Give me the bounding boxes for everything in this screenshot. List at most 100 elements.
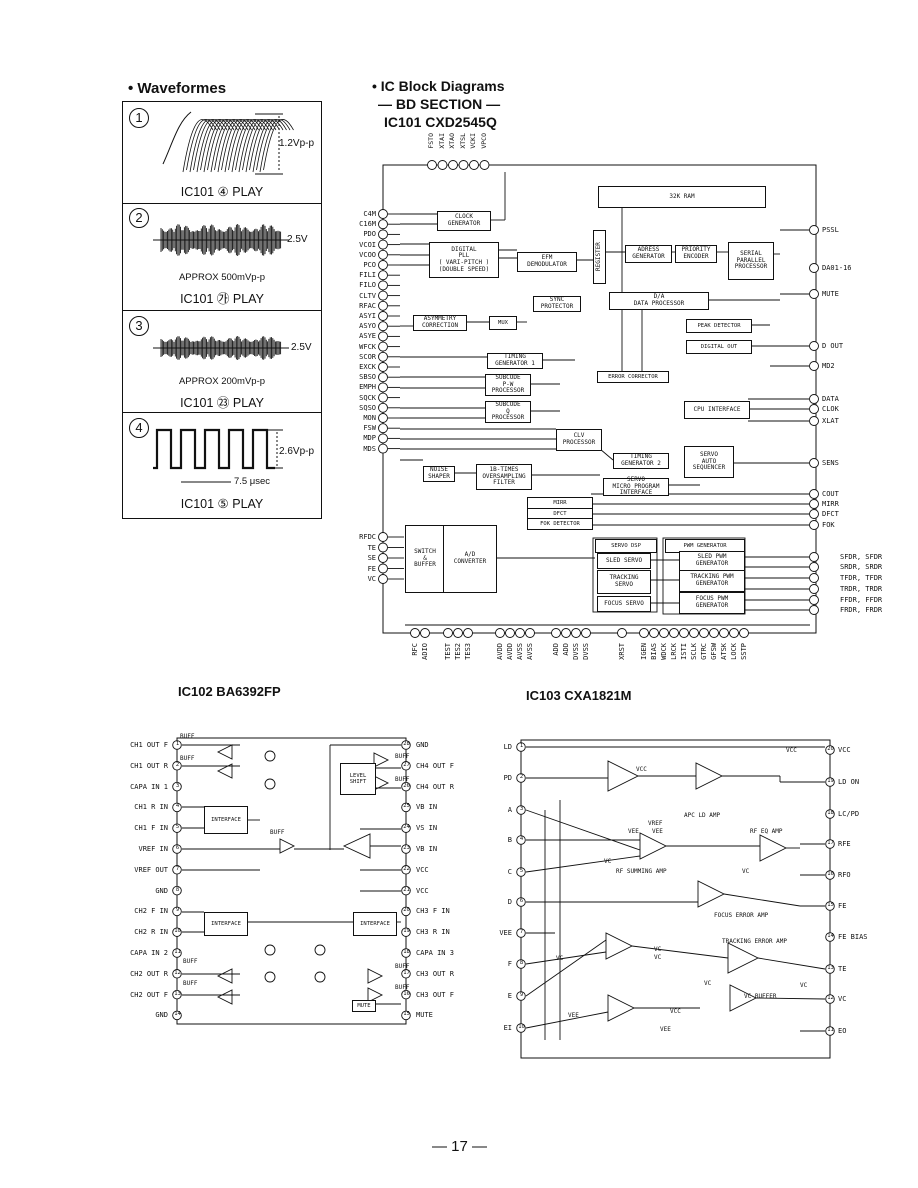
ic101-block: DIGITAL OUT (686, 340, 752, 354)
ic103-label: APC LD AMP (684, 812, 721, 819)
ic101-block: ASYMMETRY CORRECTION (413, 315, 467, 331)
ic103-label: VC (704, 980, 712, 987)
ic101-block: EFM DEMODULATOR (517, 252, 577, 272)
ic101-left-pin: MDP (363, 434, 376, 443)
ic103-left-pin-number: 9 (519, 992, 524, 998)
ic101-left-pin: SCOR (359, 352, 376, 361)
ic102-right-pin-number: 24 (403, 824, 410, 831)
ic102-left-pin-number: 1 (175, 741, 180, 747)
ic101-right-pin: DA01-16 (822, 264, 852, 272)
waveform-trace (153, 224, 289, 256)
ic101-block: NOISE SHAPER (423, 466, 455, 482)
ic103-right-pin: VCC (838, 746, 851, 754)
ic101-block: TIMING GENERATOR 1 (487, 353, 543, 369)
ic103-right-pin-number: 13 (827, 965, 834, 971)
ic103-right-pin-number: 12 (827, 995, 834, 1001)
ic103-left-pin: F (507, 960, 512, 968)
ic103-left-pin: EI (503, 1024, 512, 1032)
ic101-left-pin: MDS (363, 444, 376, 453)
waveform-caption: IC101 ㉓ PLAY (180, 396, 264, 410)
ic101-block: A/D CONVERTER (443, 525, 497, 593)
ic101-left-pin: ASYO (359, 322, 376, 331)
ic101-left-pin: VCOO (359, 250, 376, 259)
ic101-left-pin: FILO (359, 281, 376, 290)
ic101-left-pin: SQSO (359, 403, 376, 412)
ic102-left-pin: VREF IN (138, 845, 168, 853)
ic103-left-pin: E (507, 992, 512, 1000)
ic101-block: TRACKING SERVO (597, 570, 651, 594)
ic102-left-pin-number: 12 (174, 969, 181, 976)
ic102-block: INTERFACE (204, 912, 248, 936)
ic101-block: SERVO AUTO SEQUENCER (684, 446, 734, 478)
ic102-right-pin-number: 19 (403, 928, 410, 935)
ic102-left-pin: CH1 F IN (134, 824, 168, 833)
ic101-block: CLV PROCESSOR (556, 429, 602, 451)
ic103-left-pin: VEE (499, 929, 512, 937)
ic102-right-pin-number: 17 (403, 969, 410, 976)
ic102-left-pin-number: 14 (174, 1011, 181, 1018)
ic103-right-pin-number: 15 (827, 902, 834, 908)
ic103-label: VC BUFFER (744, 993, 777, 1000)
ic102-left-pin-number: 4 (175, 803, 180, 810)
waveform-amplitude: 2.5V (291, 342, 312, 353)
ic101-left-pin-adc: FE (367, 564, 376, 573)
ic103-left-pin: A (507, 806, 512, 814)
ic103-left-pin: LD (503, 743, 512, 751)
ic101-block: CLOCK GENERATOR (437, 211, 491, 231)
ic102-right-pin: CH3 OUT R (416, 969, 454, 978)
ic102-left-pin: CH2 OUT R (130, 969, 168, 978)
ic101-right-pin: TFDR, TFDR (840, 574, 883, 582)
ic102-left-pin: CAPA IN 2 (130, 949, 168, 957)
ic103-label: VC (800, 982, 808, 989)
ic103-right-pin: FE (838, 902, 847, 910)
ic102-right-pin-number: 26 (403, 782, 410, 789)
ic102-left-pin-number: 2 (175, 761, 180, 768)
ic101-left-pin-adc: TE (367, 543, 376, 552)
ic102-right-pin-number: 23 (403, 845, 410, 851)
ic101-block: SERVO DSP (595, 539, 657, 553)
ic101-block: 1B-TIMES OVERSAMPLING FILTER (476, 464, 532, 490)
ic101-left-pin: WFCK (359, 342, 376, 351)
ic103-label: VC (742, 868, 750, 875)
ic101-right-pin: SENS (822, 459, 839, 467)
ic103-left-pin-number: 5 (519, 868, 524, 874)
ic101-right-pin: MD2 (822, 362, 835, 370)
ic103-label: VEE (652, 828, 663, 835)
ic102-right-pin: VB IN (416, 803, 438, 812)
ic103-right-pin: VC (838, 995, 847, 1003)
ic103-left-pin-number: 8 (519, 960, 524, 966)
ic103-right-pin: LC/PD (838, 810, 860, 818)
ic101-block: SYNC PROTECTOR (533, 296, 581, 312)
ic102-left-pin: GND (155, 1011, 168, 1020)
waveform-trace (153, 336, 289, 360)
ic101-block: TRACKING PWM GENERATOR (679, 570, 745, 592)
ic102-right-pin: CH3 F IN (416, 907, 450, 916)
ic103-left-pin-number: 6 (519, 898, 524, 904)
ic103-left-pin: D (507, 898, 512, 906)
ic102-right-pin: CH4 OUT F (416, 761, 454, 770)
ic103-label: VCC (670, 1008, 681, 1015)
ic103-label: VC (604, 858, 612, 865)
ic102-buff-label: BUFF (395, 963, 410, 970)
waveform-number: 4 (129, 418, 149, 438)
ic103-right-pin-number: 19 (827, 778, 834, 784)
ic102-right-pin-number: 27 (403, 761, 410, 768)
ic102-left-pin: CH1 OUT F (130, 741, 168, 749)
ic101-right-pin: FOK (822, 521, 835, 529)
waveform-number: 3 (129, 316, 149, 336)
ic102-buff-label: BUFF (180, 733, 195, 740)
ic103-label: VEE (568, 1012, 579, 1019)
ic101-block: SLED SERVO (597, 553, 651, 569)
ic101-block: DIGITAL PLL ( VARI-PITCH ) (DOUBLE SPEED… (429, 242, 499, 278)
ic103-left-pin: B (507, 836, 512, 844)
ic103-left-pin: PD (503, 774, 512, 782)
ic103-right-pin: RFE (838, 840, 851, 848)
ic102-left-pin: CAPA IN 1 (130, 782, 168, 791)
ic101-right-pin: DFCT (822, 510, 839, 518)
ic101-wiring (378, 160, 819, 638)
ic103-right-pin: LD ON (838, 778, 860, 786)
